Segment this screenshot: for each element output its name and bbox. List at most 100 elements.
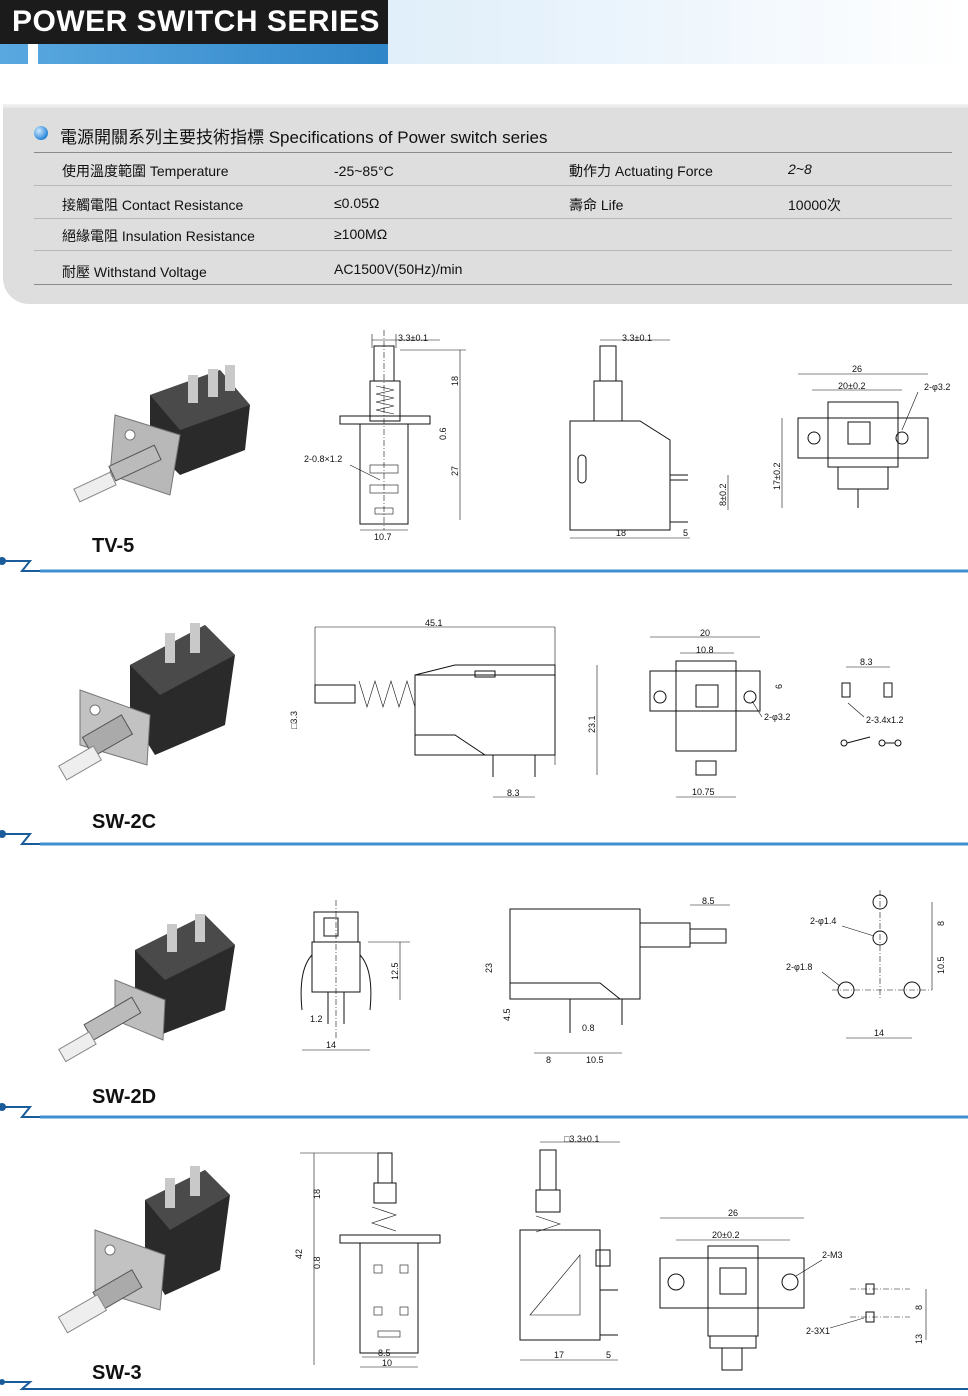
header-notch: [28, 44, 38, 64]
sw2c-side-drawing: 45.1 □3.3 23.1 8.3: [289, 618, 598, 798]
dim-label: 10.7: [374, 532, 392, 542]
section-divider: [0, 1103, 968, 1119]
spec-label: 壽命 Life: [569, 197, 624, 213]
sw2c-pinout-drawing: 8.3 2-3.4x1.2: [840, 657, 904, 747]
sw3-side-drawing: □3.3±0.1 17 5: [519, 1134, 620, 1361]
sw2c-photo: [57, 623, 235, 781]
dim-label: 45.1: [425, 618, 443, 628]
page-title: POWER SWITCH SERIES: [0, 0, 388, 44]
tv5-front-drawing: 3.3±0.1 18 0.6 27 2-0.8×1.2 10.7: [304, 330, 466, 542]
dim-label: 2-0.8×1.2: [304, 454, 342, 464]
dim-label: 14: [326, 1040, 336, 1050]
dim-label: 20: [700, 628, 710, 638]
dim-label: 4.5: [502, 1008, 512, 1021]
spec-rule: [34, 152, 952, 153]
spec-value: ≤0.05Ω: [334, 195, 380, 211]
sw3-photo: [57, 1166, 230, 1334]
model-label: SW-3: [92, 1362, 142, 1384]
dim-label: 0.8: [312, 1256, 322, 1269]
spec-label: 絕緣電阻 Insulation Resistance: [62, 228, 255, 244]
dim-label: 2-M3: [822, 1250, 843, 1260]
spec-rule: [34, 185, 952, 186]
spec-label: 耐壓 Withstand Voltage: [62, 264, 207, 280]
dim-label: 10: [382, 1358, 392, 1368]
dim-label: 13: [914, 1334, 924, 1344]
dim-label: 14: [874, 1028, 884, 1038]
tv5-side-drawing: 3.3±0.1 8±0.2 18 5: [569, 333, 729, 539]
dim-label: 5: [606, 1350, 611, 1360]
dim-label: 8.3: [507, 788, 520, 798]
spec-value: -25~85°C: [334, 163, 394, 179]
dim-label: 23: [484, 963, 494, 973]
dim-label: 26: [852, 364, 862, 374]
dim-label: 18: [312, 1189, 322, 1199]
sw2d-front-drawing: 12.5 1.2 14: [300, 900, 410, 1051]
spec-label: 使用溫度範圍 Temperature: [62, 163, 229, 179]
sw2c-top-drawing: 20 10.8 2-φ3.2 6 10.75: [649, 628, 790, 798]
sw3-front-drawing: 18 42 0.8 8.5 10: [294, 1152, 441, 1368]
dim-label: 10.75: [692, 787, 715, 797]
dim-label: 8: [546, 1055, 551, 1065]
dim-label: 10.5: [586, 1055, 604, 1065]
spec-panel: [3, 108, 968, 304]
dim-label: 0.6: [438, 427, 448, 440]
dim-label: 3.3±0.1: [398, 333, 428, 343]
dim-label: 8±0.2: [718, 484, 728, 506]
dim-label: 1.2: [310, 1014, 323, 1024]
bullet-icon: [34, 126, 48, 140]
dim-label: 8.5: [702, 896, 715, 906]
spec-panel-top: [3, 104, 968, 110]
sw2d-side-drawing: 8.5 23 4.5 0.8 8 10.5: [484, 896, 730, 1065]
dim-label: 12.5: [390, 962, 400, 980]
dim-label: 20±0.2: [712, 1230, 739, 1240]
dim-label: 42: [294, 1249, 304, 1259]
spec-value: ≥100MΩ: [334, 226, 388, 242]
dim-label: 20±0.2: [838, 381, 865, 391]
tv5-photo: [73, 365, 250, 503]
dim-label: □3.3: [289, 711, 299, 729]
dim-label: 2-φ1.8: [786, 962, 812, 972]
spec-label: 接觸電阻 Contact Resistance: [62, 197, 244, 213]
dim-label: 2-3.4x1.2: [866, 715, 904, 725]
dim-label: 8.3: [860, 657, 873, 667]
dim-label: 23.1: [587, 715, 597, 733]
dim-label: 27: [450, 466, 460, 476]
dim-label: 26: [728, 1208, 738, 1218]
spec-rule: [34, 284, 952, 285]
model-label: SW-2D: [92, 1086, 157, 1108]
dim-label: 17±0.2: [772, 463, 782, 490]
model-label: TV-5: [92, 535, 135, 557]
dim-label: 5: [683, 528, 688, 538]
spec-value: AC1500V(50Hz)/min: [334, 261, 463, 277]
dim-label: 18: [616, 528, 626, 538]
section-divider: [0, 557, 968, 573]
dim-label: 18: [450, 376, 460, 386]
tv5-top-drawing: 26 20±0.2 2-φ3.2 17±0.2: [772, 364, 950, 508]
dim-label: 17: [554, 1350, 564, 1360]
section-divider: [0, 830, 968, 846]
spec-rule: [34, 218, 952, 219]
spec-value: 10000次: [788, 197, 841, 213]
dim-label: 2-φ1.4: [810, 916, 836, 926]
dim-label: 10.8: [696, 645, 714, 655]
dim-label: 3.3±0.1: [622, 333, 652, 343]
spec-value: 2~8: [788, 161, 812, 177]
dim-label: 2-φ3.2: [924, 382, 950, 392]
dim-label: 0.8: [582, 1023, 595, 1033]
dim-label: 8.5: [378, 1348, 391, 1358]
dim-label: 2-φ3.2: [764, 712, 790, 722]
dim-label: □3.3±0.1: [564, 1134, 599, 1144]
dim-label: 8: [936, 921, 946, 926]
header-accent-bar: [0, 44, 388, 64]
section-divider: [0, 1379, 968, 1390]
spec-label: 動作力 Actuating Force: [569, 163, 713, 179]
spec-title: 電源開關系列主要技術指標 Specifications of Power swi…: [60, 128, 548, 147]
dim-label: 8: [914, 1305, 924, 1310]
sw3-top-drawing: 26 20±0.2 2-M3 2-3X1 8 13: [659, 1208, 927, 1371]
model-label: SW-2C: [92, 811, 157, 833]
dim-label: 10.5: [936, 956, 946, 974]
dim-label: 2-3X1: [806, 1326, 830, 1336]
spec-rule: [34, 250, 952, 251]
sw2d-pcb-drawing: 2-φ1.4 2-φ1.8 8 10.5 14: [786, 890, 946, 1039]
sw2d-photo: [58, 914, 235, 1063]
